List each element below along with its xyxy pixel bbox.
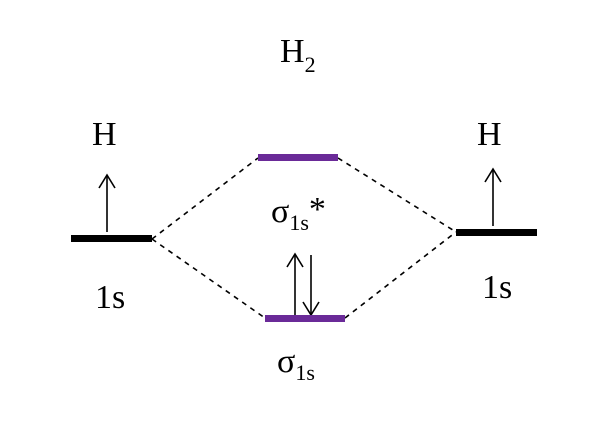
antibonding-star: * bbox=[309, 191, 326, 228]
bonding-label: σ1s bbox=[277, 343, 315, 385]
antibonding-label: σ1s* bbox=[271, 191, 326, 235]
left-1s-level bbox=[71, 235, 152, 242]
bonding-symbol: σ bbox=[277, 343, 295, 380]
left-orbital-label: 1s bbox=[95, 279, 125, 316]
right-1s-level bbox=[456, 229, 537, 236]
connector-left-to-antibonding bbox=[151, 157, 259, 240]
right-atom-label: H bbox=[477, 116, 502, 153]
molecule-title-subscript: 2 bbox=[305, 52, 316, 77]
bonding-electron-down-arrow bbox=[302, 255, 320, 317]
bonding-subscript: 1s bbox=[295, 360, 315, 385]
bonding-level bbox=[265, 315, 345, 322]
molecule-title: H2 bbox=[280, 33, 316, 77]
antibonding-subscript: 1s bbox=[289, 210, 309, 235]
right-electron-up-arrow bbox=[484, 167, 502, 226]
connector-antibonding-to-right bbox=[337, 157, 457, 233]
connector-bonding-to-right bbox=[344, 231, 457, 319]
bonding-electron-up-arrow bbox=[286, 252, 304, 315]
connector-left-to-bonding bbox=[151, 238, 266, 319]
right-orbital-label: 1s bbox=[482, 269, 512, 306]
antibonding-level bbox=[258, 154, 338, 161]
antibonding-symbol: σ bbox=[271, 193, 289, 230]
left-electron-up-arrow bbox=[98, 173, 116, 232]
molecule-title-main: H bbox=[280, 33, 305, 70]
left-atom-label: H bbox=[92, 116, 117, 153]
